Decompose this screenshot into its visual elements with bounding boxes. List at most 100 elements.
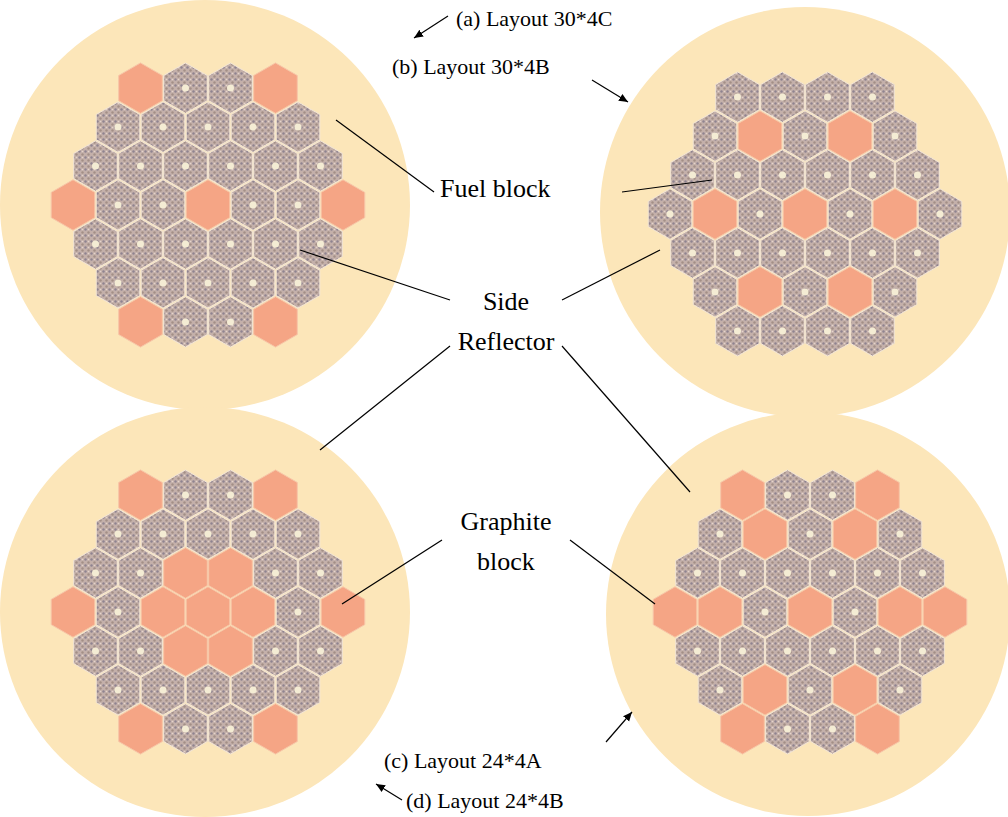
- coolant-hole: [784, 648, 791, 655]
- coolant-hole: [852, 609, 859, 616]
- coolant-hole: [784, 725, 791, 732]
- coolant-hole: [667, 211, 674, 218]
- coolant-hole: [227, 318, 234, 325]
- coolant-hole: [869, 250, 876, 257]
- coolant-hole: [227, 163, 234, 170]
- coolant-hole: [779, 250, 786, 257]
- coolant-hole: [919, 570, 926, 577]
- part-label: Fuel block: [440, 174, 551, 204]
- coolant-hole: [205, 124, 212, 131]
- coolant-hole: [734, 327, 741, 334]
- coolant-hole: [182, 241, 189, 248]
- coolant-hole: [807, 686, 814, 693]
- coolant-hole: [92, 241, 99, 248]
- fuel-block: [918, 189, 962, 239]
- coolant-hole: [734, 250, 741, 257]
- graphite-block: [321, 587, 365, 637]
- layout-caption: (b) Layout 30*4B: [392, 54, 550, 80]
- coolant-hole: [92, 648, 99, 655]
- coolant-hole: [92, 570, 99, 577]
- coolant-hole: [874, 648, 881, 655]
- coolant-hole: [937, 211, 944, 218]
- part-label: Side Reflector: [436, 282, 576, 362]
- coolant-hole: [227, 725, 234, 732]
- coolant-hole: [757, 211, 764, 218]
- coolant-hole: [160, 279, 167, 286]
- coolant-hole: [272, 648, 279, 655]
- coolant-hole: [824, 327, 831, 334]
- coolant-hole: [295, 124, 302, 131]
- coolant-hole: [250, 686, 257, 693]
- coolant-hole: [824, 250, 831, 257]
- coolant-hole: [137, 163, 144, 170]
- coolant-hole: [689, 172, 696, 179]
- coolant-hole: [897, 531, 904, 538]
- coolant-hole: [115, 202, 122, 209]
- coolant-hole: [784, 570, 791, 577]
- coolant-hole: [869, 94, 876, 101]
- coolant-hole: [869, 327, 876, 334]
- coolant-hole: [802, 288, 809, 295]
- coolant-hole: [739, 570, 746, 577]
- coolant-hole: [205, 279, 212, 286]
- coolant-hole: [295, 686, 302, 693]
- layout-caption: (d) Layout 24*4B: [406, 788, 564, 814]
- layout-caption: (c) Layout 24*4A: [384, 748, 542, 774]
- coolant-hole: [137, 241, 144, 248]
- coolant-hole: [717, 686, 724, 693]
- coolant-hole: [115, 124, 122, 131]
- coolant-hole: [689, 250, 696, 257]
- coolant-hole: [317, 241, 324, 248]
- coolant-hole: [160, 686, 167, 693]
- coolant-hole: [295, 609, 302, 616]
- coolant-hole: [160, 124, 167, 131]
- coolant-hole: [712, 133, 719, 140]
- coolant-hole: [869, 172, 876, 179]
- coolant-hole: [250, 531, 257, 538]
- coolant-hole: [205, 686, 212, 693]
- coolant-hole: [829, 648, 836, 655]
- coolant-hole: [182, 725, 189, 732]
- graphite-block: [923, 587, 967, 637]
- coolant-hole: [734, 172, 741, 179]
- coolant-hole: [874, 570, 881, 577]
- coolant-hole: [137, 570, 144, 577]
- coolant-hole: [892, 133, 899, 140]
- side-reflector: [0, 407, 410, 817]
- side-reflector: [0, 0, 410, 410]
- coolant-hole: [847, 211, 854, 218]
- coolant-hole: [694, 648, 701, 655]
- coolant-hole: [115, 609, 122, 616]
- coolant-hole: [182, 318, 189, 325]
- coolant-hole: [914, 250, 921, 257]
- coolant-hole: [892, 288, 899, 295]
- coolant-hole: [739, 648, 746, 655]
- coolant-hole: [205, 531, 212, 538]
- coolant-hole: [802, 133, 809, 140]
- coolant-hole: [250, 279, 257, 286]
- coolant-hole: [824, 172, 831, 179]
- coolant-hole: [160, 202, 167, 209]
- coolant-hole: [92, 163, 99, 170]
- coolant-hole: [824, 94, 831, 101]
- coolant-hole: [272, 570, 279, 577]
- coolant-hole: [317, 570, 324, 577]
- coolant-hole: [227, 241, 234, 248]
- coolant-hole: [694, 570, 701, 577]
- coolant-hole: [734, 94, 741, 101]
- coolant-hole: [272, 163, 279, 170]
- side-reflector: [600, 7, 1008, 417]
- coolant-hole: [829, 570, 836, 577]
- coolant-hole: [295, 531, 302, 538]
- coolant-hole: [115, 531, 122, 538]
- coolant-hole: [914, 172, 921, 179]
- layout-caption: (a) Layout 30*4C: [456, 6, 612, 32]
- graphite-block: [321, 180, 365, 230]
- coolant-hole: [829, 492, 836, 499]
- coolant-hole: [919, 648, 926, 655]
- leader-lines: [300, 16, 712, 800]
- coolant-hole: [227, 85, 234, 92]
- coolant-hole: [137, 648, 144, 655]
- coolant-hole: [115, 686, 122, 693]
